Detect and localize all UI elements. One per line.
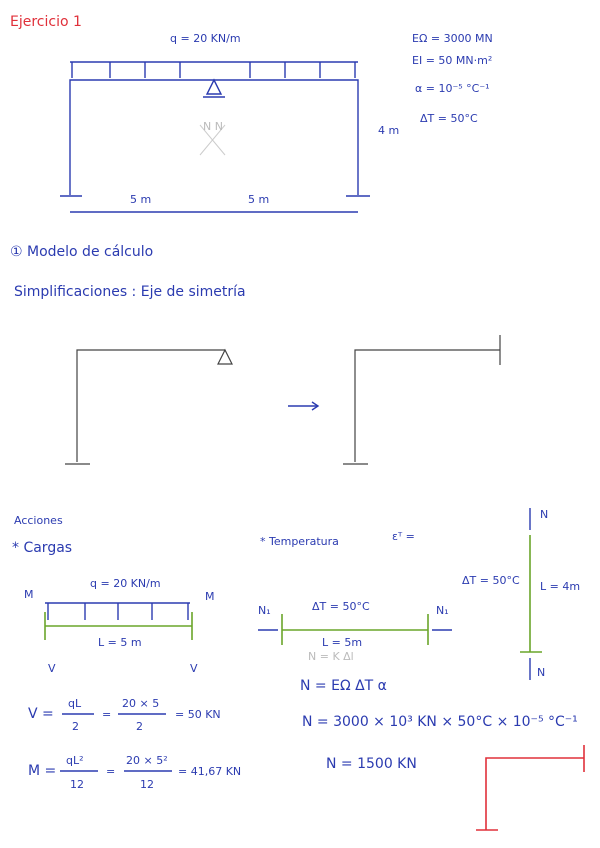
thermal-force-result: N = 1500 KN [326, 756, 417, 772]
section-heading: ① Modelo de cálculo [10, 244, 153, 260]
half-frame-diagrams [65, 335, 501, 465]
span-right-label: 5 m [248, 193, 269, 206]
moment-formula: M = qL² 12 = 20 × 5² 12 = 41,67 KN [28, 754, 241, 791]
exercise-title: Ejercicio 1 [10, 14, 82, 30]
column-n-bottom: N [537, 666, 545, 679]
thermal-beam-diagram [258, 508, 542, 680]
moment-left-label: M [24, 588, 34, 601]
svg-text:V =: V = [28, 706, 54, 722]
prop-temperature-change: ΔT = 50°C [420, 112, 478, 125]
load-label: q = 20 KN/m [170, 32, 241, 45]
thermal-beam-length: L = 5m [322, 636, 362, 649]
height-label: 4 m [378, 124, 399, 137]
beam-load-label: q = 20 KN/m [90, 577, 161, 590]
beam-length-label: L = 5 m [98, 636, 142, 649]
loaded-beam-diagram [44, 602, 193, 640]
beam-n-right: N₁ [436, 604, 449, 617]
thermal-force-substitution: N = 3000 × 10³ KN × 50°C × 10⁻⁵ °C⁻¹ [302, 714, 578, 730]
thermal-force-formula: N = EΩ ΔT α [300, 678, 387, 694]
faint-mark: N N [203, 120, 223, 133]
column-dt-label: ΔT = 50°C [462, 574, 520, 587]
svg-text:= 50 KN: = 50 KN [175, 708, 221, 721]
column-n-top: N [540, 508, 548, 521]
svg-text:20 × 5²: 20 × 5² [126, 754, 168, 767]
beam-n-left: N₁ [258, 604, 271, 617]
column-length-label: L = 4m [540, 580, 580, 593]
actions-heading: Acciones [14, 514, 63, 527]
thermal-strain-label: εᵀ = [392, 530, 415, 543]
moment-right-label: M [205, 590, 215, 603]
shear-right-label: V [190, 662, 198, 675]
simplifications-text: Simplificaciones : Eje de simetría [14, 284, 246, 300]
svg-text:qL²: qL² [66, 754, 84, 767]
svg-text:20 × 5: 20 × 5 [122, 697, 159, 710]
shear-formula: V = qL 2 = 20 × 5 2 = 50 KN [28, 697, 221, 733]
red-frame-sketch [476, 745, 585, 831]
svg-text:2: 2 [72, 720, 79, 733]
svg-text:qL: qL [68, 697, 82, 710]
span-left-label: 5 m [130, 193, 151, 206]
prop-flexural-stiffness: EI = 50 MN·m² [412, 54, 492, 67]
prop-thermal-coefficient: α = 10⁻⁵ °C⁻¹ [415, 82, 490, 95]
beam-dt-label: ΔT = 50°C [312, 600, 370, 613]
temperature-heading: * Temperatura [260, 535, 339, 548]
svg-text:2: 2 [136, 720, 143, 733]
svg-text:M =: M = [28, 763, 56, 779]
svg-text:12: 12 [140, 778, 154, 791]
frame-diagram [60, 61, 370, 213]
loads-heading: * Cargas [12, 540, 72, 556]
faint-formula: N = K Δl [308, 650, 354, 663]
svg-text:= 41,67 KN: = 41,67 KN [178, 765, 241, 778]
svg-text:=: = [102, 708, 111, 721]
svg-text:12: 12 [70, 778, 84, 791]
svg-text:=: = [106, 765, 115, 778]
prop-axial-stiffness: EΩ = 3000 MN [412, 32, 493, 45]
shear-left-label: V [48, 662, 56, 675]
